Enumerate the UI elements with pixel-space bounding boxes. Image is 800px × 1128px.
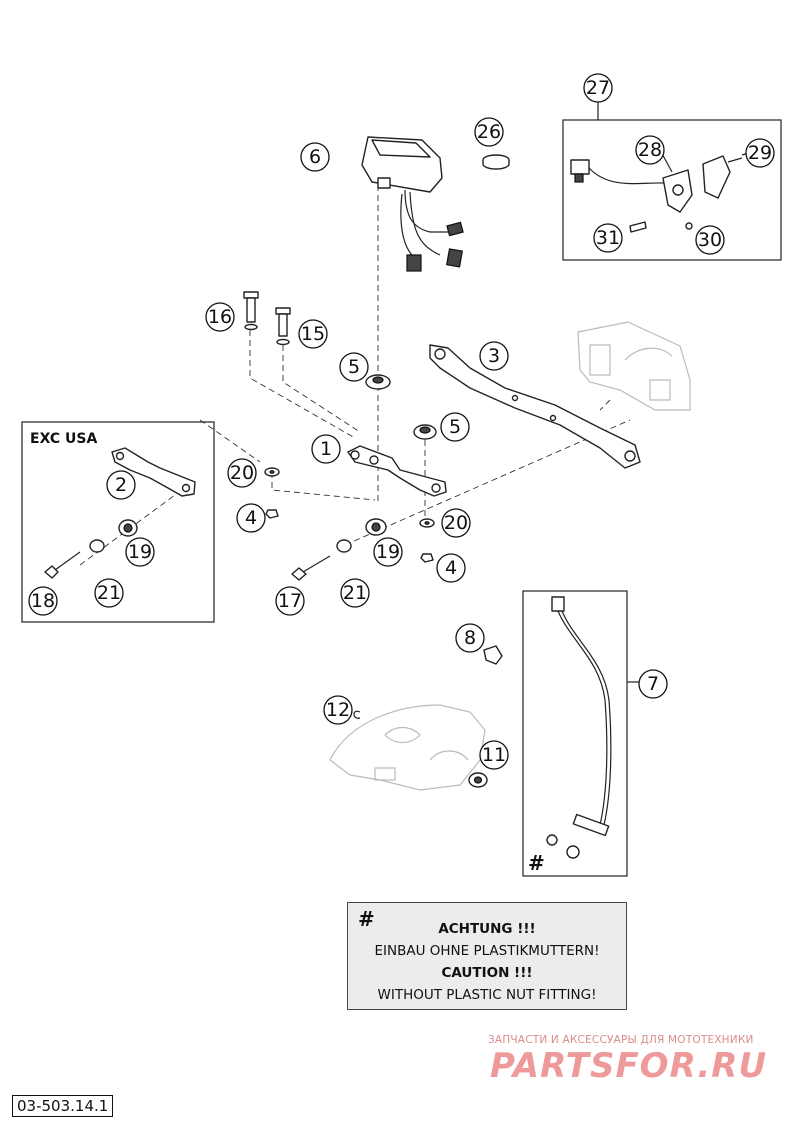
callout-19-right: 19	[373, 537, 403, 567]
callout-11-label: 11	[482, 744, 506, 766]
warning-line-3: CAUTION !!!	[441, 965, 533, 981]
bracket-part-3	[429, 344, 641, 469]
callout-4-left: 4	[236, 503, 266, 533]
callout-8-label: 8	[464, 627, 476, 649]
speedo-cable-box: #	[522, 590, 628, 877]
callout-17: 17	[275, 586, 305, 616]
variant-label: EXC USA	[30, 431, 97, 447]
callout-7: 7	[638, 669, 668, 699]
cap-part-26	[482, 154, 510, 170]
callout-5-upper: 5	[339, 352, 369, 382]
callout-21-left-label: 21	[97, 582, 121, 604]
speedometer-unit	[361, 136, 464, 272]
callout-15: 15	[298, 319, 328, 349]
callout-20-left: 20	[227, 458, 257, 488]
document-number: 03-503.14.1	[12, 1095, 114, 1117]
grommets-5	[365, 374, 437, 440]
callout-3-label: 3	[488, 345, 500, 367]
callout-19-left: 19	[125, 537, 155, 567]
callout-29-label: 29	[748, 142, 772, 164]
callout-15-label: 15	[301, 323, 325, 345]
warning-line-4: WITHOUT PLASTIC NUT FITTING!	[377, 987, 597, 1003]
callout-1: 1	[311, 434, 341, 464]
callout-20-right-label: 20	[444, 512, 468, 534]
washers-and-nuts	[264, 467, 435, 563]
callout-5-lower-label: 5	[449, 416, 461, 438]
callout-5-upper-label: 5	[348, 356, 360, 378]
callout-19-left-label: 19	[128, 541, 152, 563]
callout-8: 8	[455, 623, 485, 653]
callout-6-label: 6	[309, 146, 321, 168]
callout-20-right: 20	[441, 508, 471, 538]
callout-11: 11	[479, 740, 509, 770]
callout-31-label: 31	[596, 227, 620, 249]
callout-4-right-label: 4	[445, 557, 457, 579]
callout-28: 28	[635, 135, 665, 165]
callout-1-label: 1	[320, 438, 332, 460]
callout-21-left: 21	[94, 578, 124, 608]
callout-5-lower: 5	[440, 412, 470, 442]
callout-2: 2	[106, 470, 136, 500]
callout-29: 29	[745, 138, 775, 168]
callout-7-label: 7	[647, 673, 659, 695]
bolts-15-16	[243, 291, 291, 346]
callout-30: 30	[695, 225, 725, 255]
callout-18-label: 18	[31, 590, 55, 612]
engine-cover-outline	[329, 704, 486, 791]
callout-21-right: 21	[340, 578, 370, 608]
headlight-mask-outline	[577, 321, 691, 411]
callout-12-label: 12	[326, 699, 350, 721]
bushing-part-11	[468, 772, 488, 788]
watermark-tagline: ЗАПЧАСТИ И АКСЕССУАРЫ ДЛЯ МОТОТЕХНИКИ	[488, 1034, 754, 1046]
callout-26-label: 26	[477, 121, 501, 143]
circlip-part-12	[353, 710, 361, 719]
warning-line-1: ACHTUNG !!!	[438, 921, 536, 937]
callout-20-left-label: 20	[230, 462, 254, 484]
callout-16: 16	[205, 302, 235, 332]
switch-kit-box	[562, 102, 782, 261]
callout-16-label: 16	[208, 306, 232, 328]
bracket-part-1	[347, 445, 447, 497]
callout-27: 27	[583, 73, 613, 103]
callout-21-right-label: 21	[343, 582, 367, 604]
cable-note-symbol: #	[528, 851, 545, 875]
warning-line-2: EINBAU OHNE PLASTIKMUTTERN!	[374, 943, 600, 959]
callout-6: 6	[300, 142, 330, 172]
watermark-brand: PARTSFOR.RU	[490, 1046, 768, 1086]
callout-19-right-label: 19	[376, 541, 400, 563]
clip-part-8	[483, 645, 503, 665]
exc-usa-variant-box: EXC USA	[21, 421, 215, 623]
callout-26: 26	[474, 117, 504, 147]
callout-30-label: 30	[698, 229, 722, 251]
installation-warning-box: # ACHTUNG !!! EINBAU OHNE PLASTIKMUTTERN…	[347, 902, 627, 1010]
callout-18: 18	[28, 586, 58, 616]
callout-4-right: 4	[436, 553, 466, 583]
mounting-hardware-main	[291, 518, 387, 581]
callout-12: 12	[323, 695, 353, 725]
callout-27-label: 27	[586, 77, 610, 99]
callout-31: 31	[593, 223, 623, 253]
callout-3: 3	[479, 341, 509, 371]
callout-17-label: 17	[278, 590, 302, 612]
callout-2-label: 2	[115, 474, 127, 496]
warning-symbol: #	[358, 907, 375, 931]
callout-4-left-label: 4	[245, 507, 257, 529]
callout-28-label: 28	[638, 139, 662, 161]
